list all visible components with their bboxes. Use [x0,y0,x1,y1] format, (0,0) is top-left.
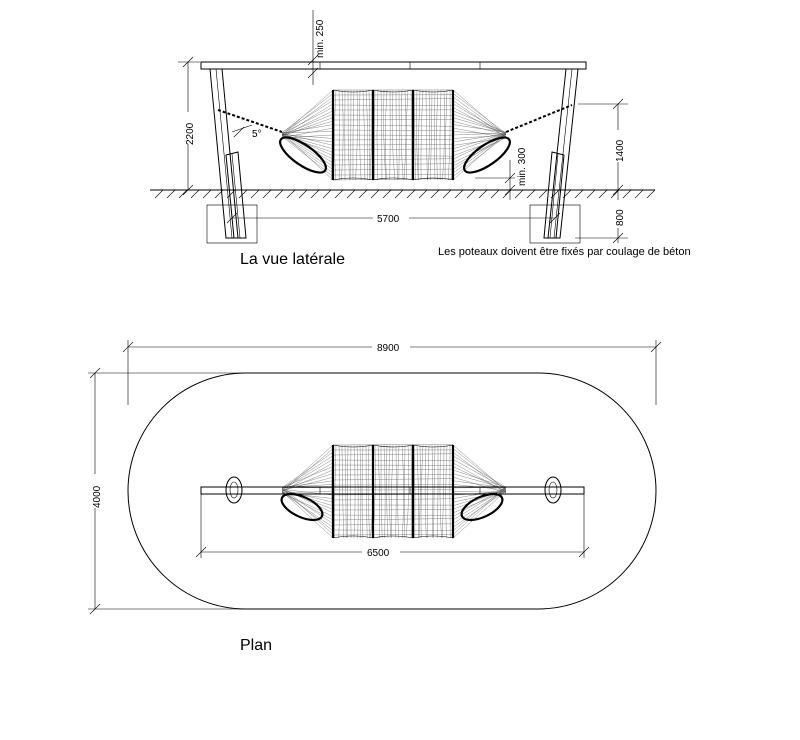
ground-hatching [154,189,656,199]
dim-post-span: 5700 [226,211,561,225]
plan-ring-left [280,492,324,522]
net-plan [281,444,507,539]
left-chain [217,109,283,133]
safety-area [127,372,657,610]
dim-angle: 5° [231,124,262,140]
net-bands-side [331,90,455,180]
top-beam [200,61,587,70]
dim-area-width: 4000 [86,367,245,615]
left-foundation [206,204,258,244]
dim-height-total-label: 2200 [185,122,196,145]
dim-height-total: 2200 [178,56,200,196]
plan-view: 8900 4000 6500 Plan [86,340,662,654]
right-foundation [529,204,581,244]
dim-ground-clearance-label: min. 300 [517,147,528,186]
plan-view-title: Plan [240,637,272,654]
plan-post-right [544,476,562,504]
net-side [281,89,507,181]
plan-post-left [225,476,243,504]
side-view-title: La vue latérale [240,251,345,268]
dim-post-height-label: 1400 [615,139,626,162]
dim-foundation-depth-label: 800 [615,209,626,226]
dim-post-span-label: 5700 [377,214,400,225]
dim-ground-clearance: min. 300 [475,147,528,200]
dim-frame-length-label: 6500 [367,548,390,559]
dim-angle-label: 5° [252,129,262,140]
plan-beam [200,486,585,495]
dim-area-width-label: 4000 [92,485,103,508]
dim-post-heights: 1400 800 [575,98,628,244]
plan-ring-right [460,492,504,522]
dim-clearance-top: min. 250 [307,10,326,85]
dim-clearance-top-label: min. 250 [315,19,326,58]
dim-frame-length: 6500 [195,494,590,559]
left-post [206,68,258,244]
right-ring [463,136,511,174]
right-post [529,68,581,244]
concrete-note: Les poteaux doivent être fixés par coula… [438,246,691,258]
dim-area-length: 8900 [122,340,662,405]
left-ring [279,136,327,174]
net-bands-plan [331,445,455,538]
right-chain [505,104,573,133]
dim-area-length-label: 8900 [377,343,400,354]
side-view: 2200 min. 250 5° min. 300 [150,10,691,268]
